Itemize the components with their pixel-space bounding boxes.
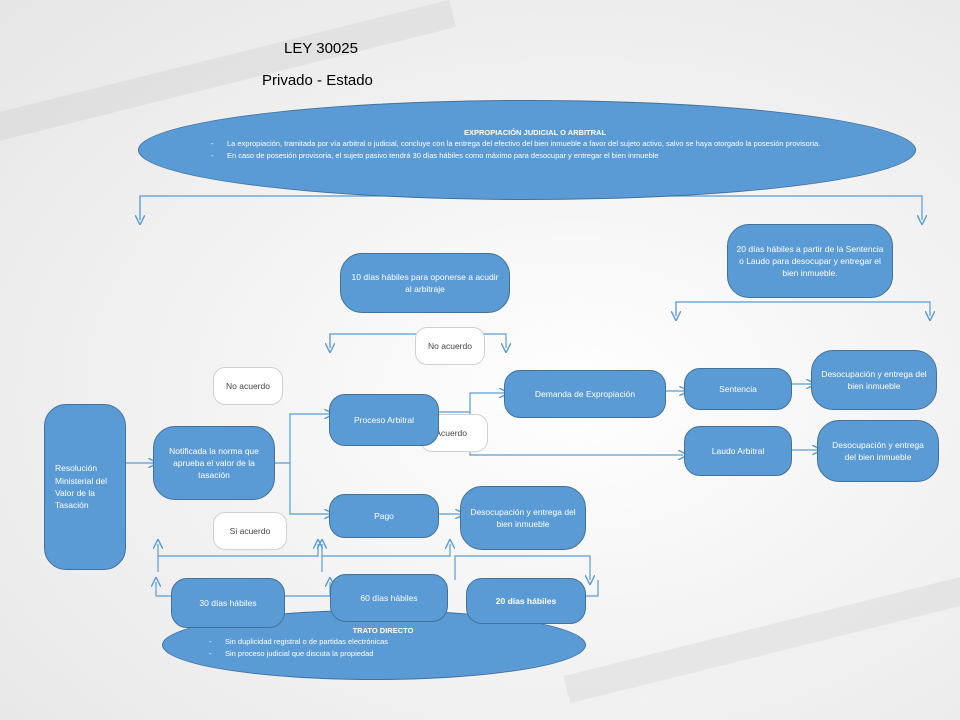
expropiacion-ellipse: EXPROPIACIÓN JUDICIAL O ARBITRAL La expr… bbox=[138, 100, 916, 200]
trato-directo-item: Sin proceso judicial que discuta la prop… bbox=[209, 648, 563, 660]
trato-directo-item: Sin duplicidad registral o de partidas e… bbox=[209, 636, 563, 648]
expropiacion-item: En caso de posesión provisoria, el sujet… bbox=[211, 150, 865, 162]
expropiacion-item: La expropiación, tramitada por vía arbit… bbox=[211, 138, 865, 150]
trato-directo-heading: TRATO DIRECTO bbox=[352, 626, 414, 635]
notificada-node: Notificada la norma que aprueba el valor… bbox=[153, 426, 275, 500]
veinte-dias-top-node: 20 días hábiles a partir de la Sentencia… bbox=[727, 224, 893, 298]
treinta-dias-node: 30 días hábiles bbox=[171, 578, 285, 628]
page-title: LEY 30025 bbox=[284, 40, 358, 57]
sentencia-node: Sentencia bbox=[684, 368, 792, 410]
desocupacion-laudo-node: Desocupación y entrega del bien inmueble bbox=[817, 420, 939, 482]
expropiacion-heading: EXPROPIACIÓN JUDICIAL O ARBITRAL bbox=[463, 128, 607, 137]
demanda-node: Demanda de Expropiación bbox=[504, 370, 666, 418]
laudo-arbitral-node: Laudo Arbitral bbox=[684, 426, 792, 476]
veinte-dias-bottom-node: 20 días hábiles bbox=[466, 578, 586, 624]
desocupacion-sentencia-node: Desocupación y entrega del bien inmueble bbox=[811, 350, 937, 410]
diez-dias-node: 10 días hábiles para oponerse a acudir a… bbox=[340, 253, 510, 313]
sesenta-dias-node: 60 días hábiles bbox=[330, 574, 448, 622]
desocupacion-pago-node: Desocupación y entrega del bien inmueble bbox=[460, 486, 586, 550]
pago-node: Pago bbox=[329, 494, 439, 538]
resolucion-node: Resolución Ministerial del Valor de la T… bbox=[44, 404, 126, 570]
proceso-arbitral-node: Proceso Arbitral bbox=[329, 394, 439, 446]
page-subtitle: Privado - Estado bbox=[262, 72, 373, 89]
si-acuerdo-label: Si acuerdo bbox=[213, 512, 287, 550]
no-acuerdo-label: No acuerdo bbox=[213, 367, 283, 405]
no-acuerdo-label: No acuerdo bbox=[415, 327, 485, 365]
